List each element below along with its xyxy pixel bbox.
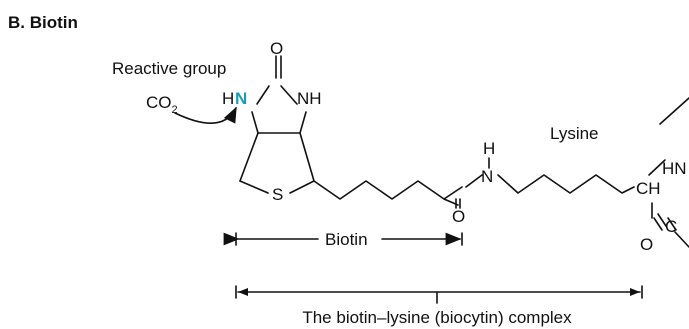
amide-nitrogen: N xyxy=(481,167,493,186)
lysine-backbone xyxy=(648,97,689,248)
ureido-ring xyxy=(251,55,307,134)
co2-label: CO2 xyxy=(146,93,178,116)
lysine-chain xyxy=(497,174,635,194)
valeric-chain xyxy=(313,180,463,200)
co2-arrow xyxy=(174,106,237,124)
carbonyl-oxygen: O xyxy=(270,39,283,58)
complex-extent-marker xyxy=(235,285,643,304)
biotin-extent-marker xyxy=(223,232,463,246)
reactive-nitrogen: N xyxy=(235,89,247,108)
amide-hydrogen: H xyxy=(483,139,495,158)
section-title: B. Biotin xyxy=(8,13,78,32)
lysine-c: C xyxy=(665,217,677,236)
hn-hydrogen: H xyxy=(222,89,234,108)
reactive-group-label: Reactive group xyxy=(112,59,226,78)
sulfur-atom: S xyxy=(272,185,283,204)
amide-oxygen: O xyxy=(452,207,465,226)
lysine-label: Lysine xyxy=(550,124,599,143)
thiophane-ring xyxy=(239,132,315,194)
lysine-ch: CH xyxy=(636,179,661,198)
lysine-oxygen: O xyxy=(640,235,653,254)
lysine-hn: HN xyxy=(662,159,687,178)
nh-group: NH xyxy=(297,89,322,108)
complex-label: The biotin–lysine (biocytin) complex xyxy=(302,308,572,327)
biotin-label: Biotin xyxy=(325,230,368,249)
